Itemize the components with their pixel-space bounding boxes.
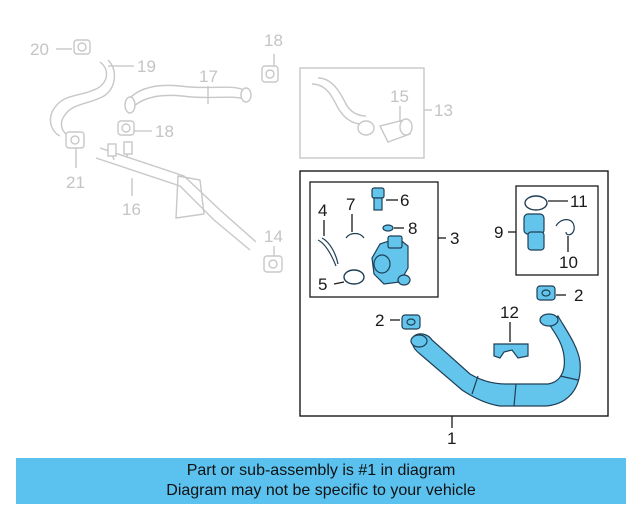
part-7-clip — [345, 232, 365, 239]
part-11-oring — [524, 195, 548, 211]
part-3-housing — [371, 235, 411, 286]
part-12-bracket — [493, 343, 529, 359]
part-13-box — [299, 67, 425, 159]
callout-1: 1 — [447, 429, 456, 448]
part-5-oring — [343, 269, 365, 285]
callout-2-right: 2 — [574, 286, 583, 305]
callout-21: 21 — [66, 173, 85, 192]
part-9-thermostat — [523, 213, 545, 251]
subassembly-9-frame — [515, 185, 599, 276]
callout-13: 13 — [434, 101, 453, 120]
callout-4: 4 — [318, 201, 327, 220]
callout-9: 9 — [494, 223, 503, 242]
part-4-clip — [317, 237, 339, 267]
callout-12: 12 — [500, 303, 519, 322]
part-10-clip — [555, 219, 575, 236]
callout-2-left: 2 — [375, 311, 384, 330]
callout-11: 11 — [570, 192, 588, 211]
part-18-clamp-upper — [261, 65, 279, 83]
callout-14: 14 — [264, 227, 283, 246]
callout-3: 3 — [450, 229, 459, 248]
callout-10: 10 — [559, 253, 578, 272]
callout-16: 16 — [122, 200, 141, 219]
caption-line-1: Part or sub-assembly is #1 in diagram — [186, 462, 456, 479]
callout-8: 8 — [408, 219, 417, 238]
part-14-clamp — [263, 255, 283, 273]
caption-line-2: Diagram may not be specific to your vehi… — [166, 482, 476, 499]
callout-18-lower: 18 — [155, 122, 174, 141]
callout-5: 5 — [318, 275, 327, 294]
part-8-oring — [382, 224, 394, 232]
part-16-pipe — [95, 145, 257, 251]
callout-20: 20 — [30, 40, 49, 59]
part-13-hose — [311, 77, 367, 125]
ghost-leaders — [56, 48, 432, 256]
part-6-sensor — [371, 187, 385, 211]
callout-15: 15 — [390, 87, 409, 106]
ghost-parts — [49, 39, 425, 273]
part-1-hose-assembly — [410, 313, 581, 407]
callout-18-upper: 18 — [264, 31, 283, 50]
parts-diagram: 20 19 18 17 18 21 16 15 13 14 6 4 7 8 3 … — [30, 31, 609, 448]
diagram-caption-bar: Part or sub-assembly is #1 in diagram Di… — [16, 458, 626, 504]
assembly-1-frame — [299, 170, 609, 417]
callout-6: 6 — [400, 191, 409, 210]
part-19-hose — [49, 59, 115, 137]
part-17-hose — [127, 84, 249, 111]
callout-7: 7 — [346, 195, 355, 214]
part-2-clamp-left — [401, 314, 421, 330]
subassembly-3-frame — [309, 181, 439, 298]
callout-17: 17 — [199, 67, 218, 86]
callout-19: 19 — [137, 57, 156, 76]
part-15-fitting — [357, 118, 413, 143]
part-20-clamp — [73, 39, 91, 55]
part-21-clamp — [65, 131, 85, 149]
part-2-clamp-right — [536, 285, 556, 301]
part-18-clamp-lower — [117, 120, 135, 136]
